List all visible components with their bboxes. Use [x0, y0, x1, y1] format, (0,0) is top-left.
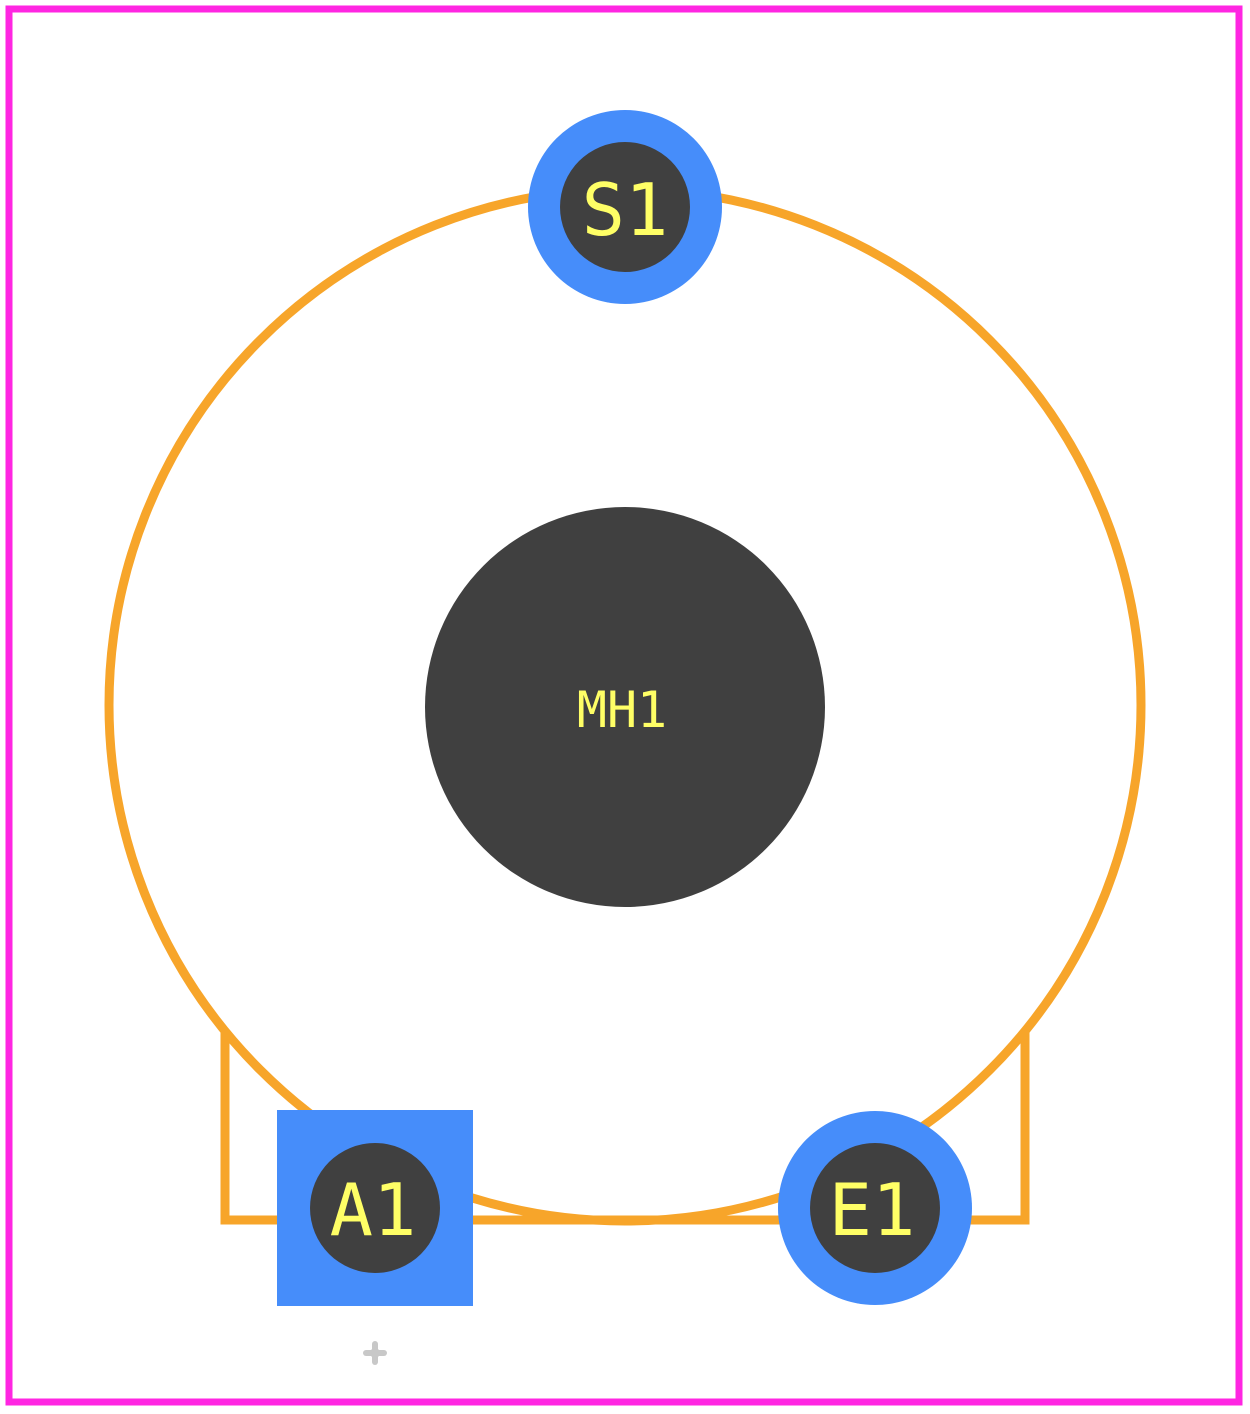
pad-a1-drill — [310, 1143, 440, 1273]
pad-e1-label: E1 — [829, 1168, 916, 1252]
pad-s1[interactable]: S1 — [528, 110, 722, 304]
pad-s1-drill — [560, 142, 690, 272]
pad-e1[interactable]: E1 — [778, 1111, 972, 1305]
pad-a1-label: A1 — [330, 1168, 417, 1252]
mounting-hole-drill — [425, 507, 825, 907]
mounting-hole-label: MH1 — [577, 681, 667, 739]
pad-e1-drill — [810, 1143, 940, 1273]
origin-crosshair-icon — [363, 1341, 387, 1365]
silkscreen-bottom-bracket — [220, 1032, 1030, 1225]
pad-a1[interactable]: A1 — [277, 1110, 473, 1306]
pad-s1-label: S1 — [582, 168, 669, 252]
mounting-hole-mh1[interactable]: MH1 — [425, 507, 825, 907]
courtyard-outline — [5, 5, 1243, 1406]
